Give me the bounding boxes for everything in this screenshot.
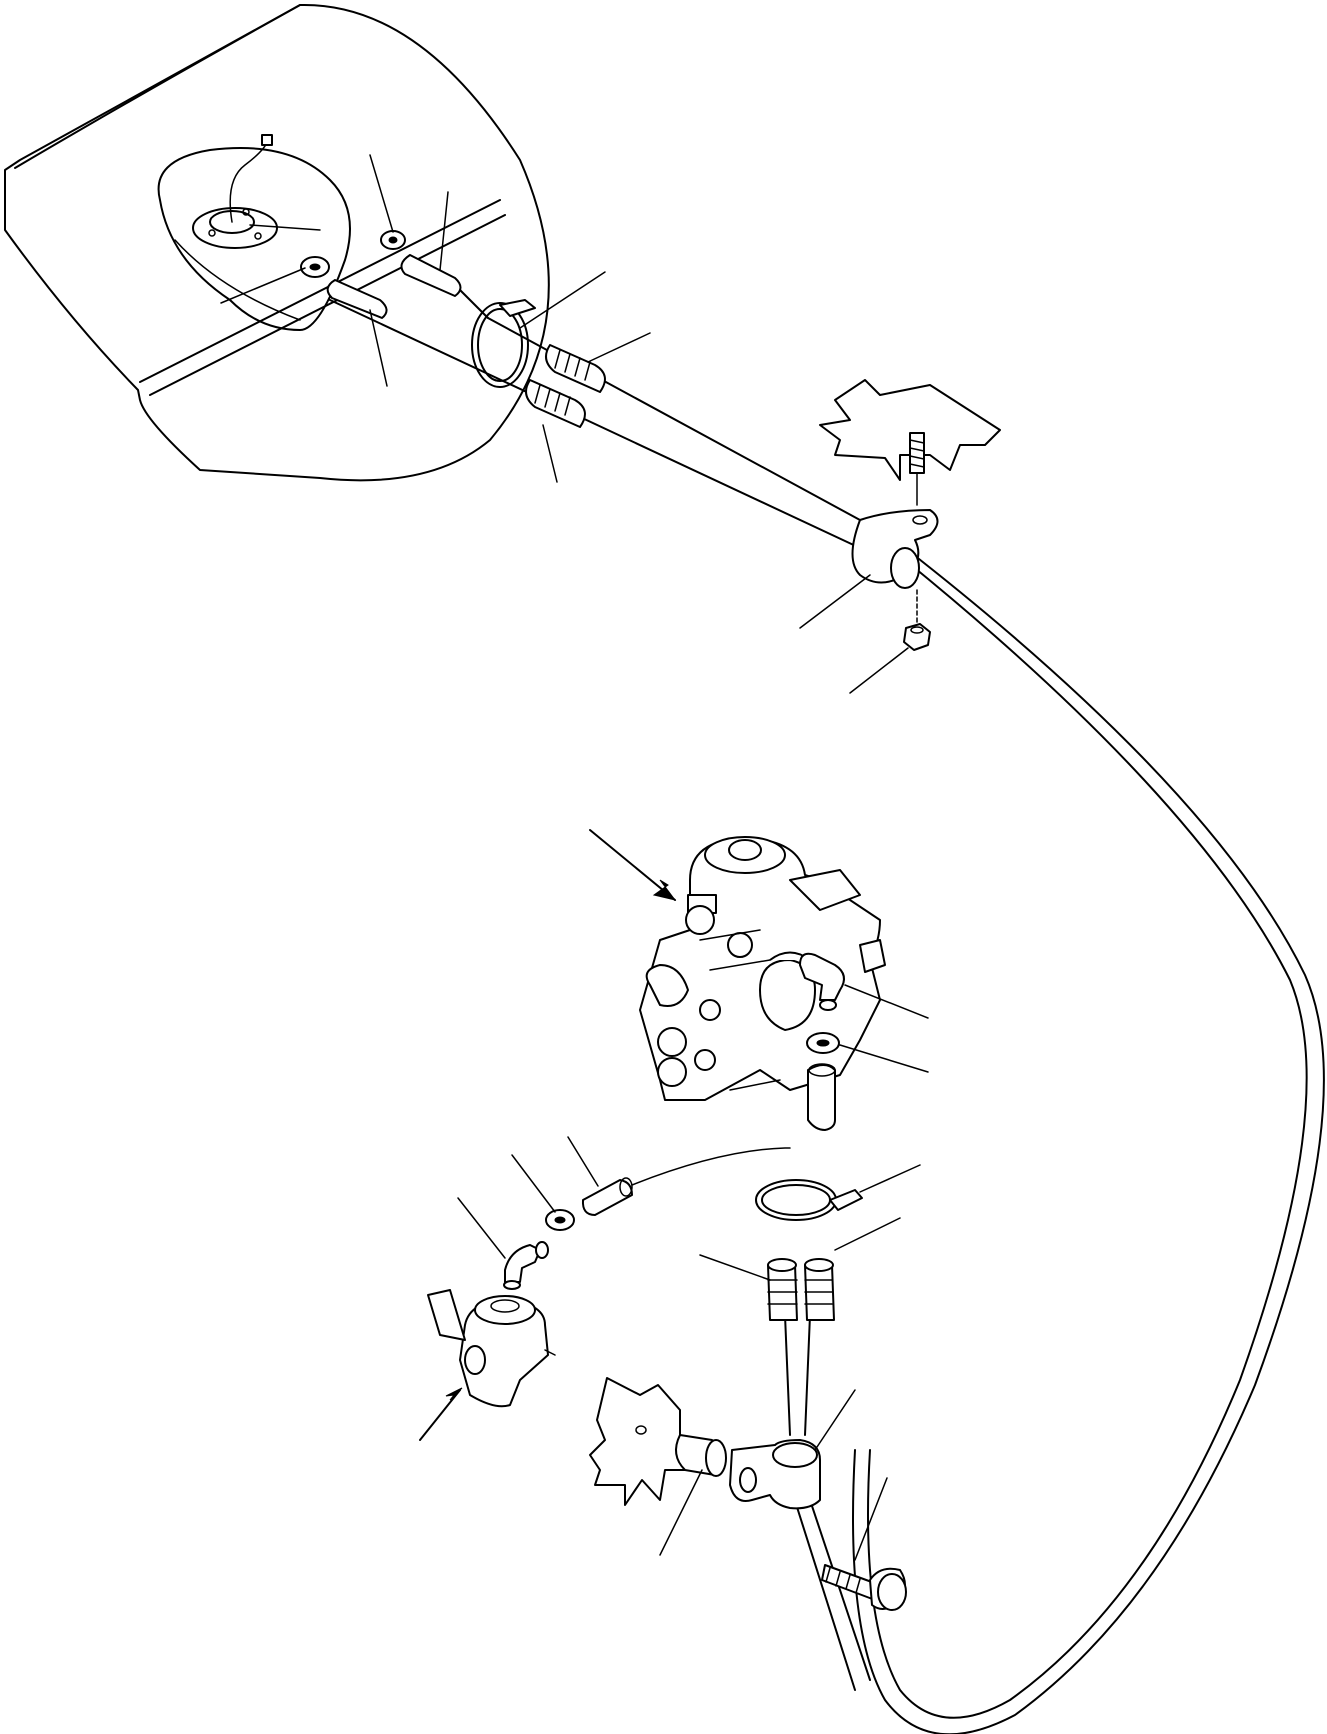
line-support-clamp-upper xyxy=(851,509,939,589)
hose-upper-1 xyxy=(326,279,388,319)
hose-middle xyxy=(807,1063,836,1131)
hose-clamp-upper-2 xyxy=(380,230,406,250)
elbow-fitting-feed-pump xyxy=(503,1241,549,1290)
mounting-plate-lower xyxy=(589,1377,696,1506)
hose-lower xyxy=(581,1177,633,1216)
fuel-sender-unit xyxy=(192,134,321,249)
fuel-tank xyxy=(4,3,550,482)
cable-tie-upper xyxy=(471,299,536,388)
protective-sleeve-upper-1 xyxy=(545,344,606,393)
protective-sleeve-lower-1 xyxy=(767,1258,798,1321)
spacer-lower xyxy=(675,1434,727,1477)
hose-upper-2 xyxy=(400,254,462,297)
hose-clamp-middle xyxy=(806,1032,840,1054)
hose-clamp-lower xyxy=(545,1209,575,1231)
line-support-clamp-lower xyxy=(729,1439,821,1510)
elbow-fitting-injection-pump xyxy=(799,952,845,1011)
hose-clamp-upper-1 xyxy=(300,256,330,278)
bolt-upper xyxy=(909,432,925,626)
fuel-feed-pump xyxy=(419,1289,556,1441)
feed-hose-line xyxy=(631,1147,791,1186)
nut-upper xyxy=(903,623,931,651)
bolt-lower xyxy=(821,1564,907,1611)
cable-tie-lower xyxy=(755,1179,863,1221)
protective-sleeve-lower-2 xyxy=(804,1258,835,1321)
protective-sleeve-upper-2 xyxy=(525,379,586,428)
fuel-injection-pump xyxy=(589,829,886,1101)
mounting-plate-upper xyxy=(819,379,1001,481)
leader-lines xyxy=(220,154,929,1561)
